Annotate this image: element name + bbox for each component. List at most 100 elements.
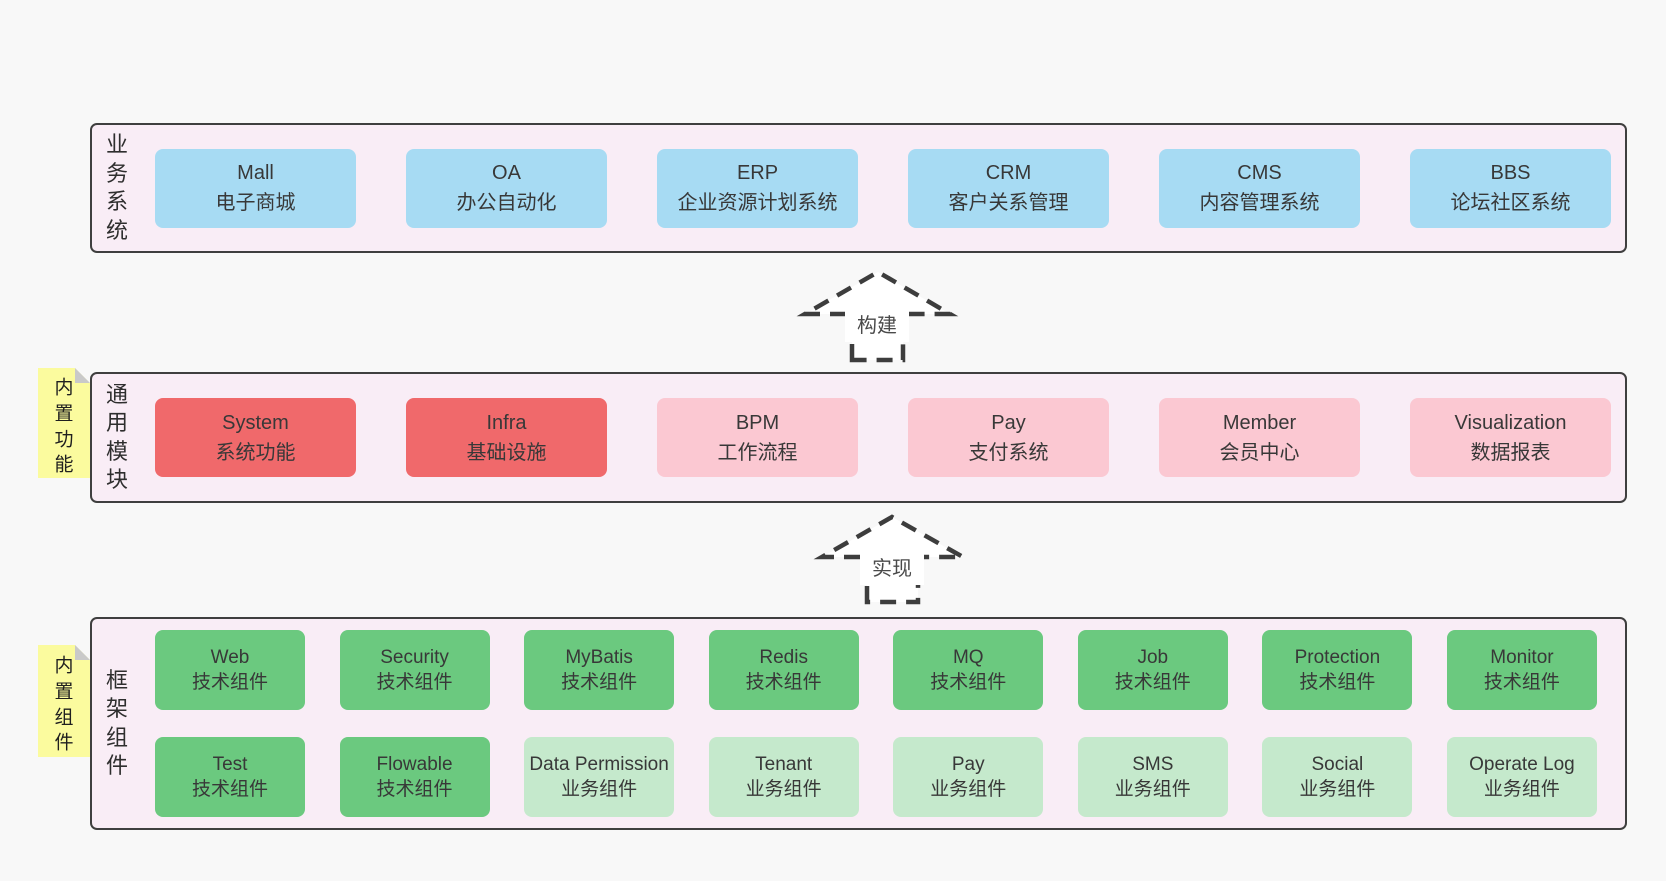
box-title: MQ: [952, 646, 984, 668]
box-subtitle: 技术组件: [191, 672, 268, 693]
box-mq: MQ 技术组件: [893, 630, 1044, 710]
box-title: Redis: [759, 646, 808, 668]
box-system: System 系统功能: [155, 398, 356, 477]
box-subtitle: 企业资源计划系统: [677, 192, 838, 214]
box-subtitle: 内容管理系统: [1199, 192, 1320, 214]
box-protection: Protection 技术组件: [1262, 630, 1413, 710]
box-subtitle: 业务组件: [1114, 779, 1191, 800]
section-label-framework-components: 框架组件: [105, 667, 128, 779]
box-test: Test 技术组件: [155, 737, 305, 817]
box-subtitle: 办公自动化: [456, 192, 557, 214]
box-pay: Pay 支付系统: [908, 398, 1109, 477]
box-title: Data Permission: [529, 753, 669, 775]
box-subtitle: 技术组件: [191, 779, 268, 800]
box-title: BBS: [1490, 162, 1531, 184]
box-title: Operate Log: [1469, 753, 1575, 775]
box-infra: Infra 基础设施: [406, 398, 607, 477]
sticky-note-builtin-functions: 内置功能: [38, 368, 90, 478]
box-pay: Pay 业务组件: [893, 737, 1044, 817]
box-crm: CRM 客户关系管理: [908, 148, 1109, 228]
box-security: Security 技术组件: [339, 630, 490, 710]
section-common-modules: 通用模块 System 系统功能 Infra 基础设施 BPM 工作流程 Pay 支付系统 Me…: [90, 372, 1627, 503]
box-title: Visualization: [1454, 411, 1567, 434]
section-label-business-systems: 业务系统: [105, 131, 128, 243]
box-subtitle: 业务组件: [1483, 779, 1560, 800]
box-subtitle: 工作流程: [717, 441, 798, 464]
box-subtitle: 技术组件: [1299, 672, 1376, 693]
box-subtitle: 技术组件: [376, 672, 453, 693]
box-title: Pay: [951, 753, 985, 775]
box-title: Security: [380, 646, 449, 668]
box-title: Infra: [486, 411, 527, 434]
box-subtitle: 电子商城: [215, 192, 296, 214]
box-flowable: Flowable 技术组件: [339, 737, 490, 817]
box-redis: Redis 技术组件: [708, 630, 859, 710]
box-subtitle: 论坛社区系统: [1450, 192, 1571, 214]
arrow-label-background: [860, 549, 924, 585]
box-title: Social: [1311, 753, 1364, 775]
box-subtitle: 系统功能: [215, 441, 296, 464]
box-title: Tenant: [755, 753, 813, 775]
box-tenant: Tenant 业务组件: [708, 737, 859, 817]
section-label-common-modules: 通用模块: [105, 381, 128, 493]
box-subtitle: 技术组件: [745, 672, 822, 693]
box-erp: ERP 企业资源计划系统: [657, 148, 858, 228]
box-subtitle: 业务组件: [1299, 779, 1376, 800]
arrow-label-background: [845, 306, 909, 342]
box-title: BPM: [735, 411, 780, 434]
sticky-note-paper: [38, 645, 90, 757]
box-subtitle: 业务组件: [745, 779, 822, 800]
box-subtitle: 技术组件: [376, 779, 453, 800]
sticky-note-text: 内置组件: [54, 656, 74, 755]
arrow-label: 构建: [857, 314, 897, 337]
box-title: Pay: [991, 411, 1026, 434]
box-title: Member: [1222, 411, 1297, 434]
sticky-note-builtin-components: 内置组件: [38, 645, 90, 757]
box-title: MyBatis: [565, 646, 633, 668]
box-title: Test: [212, 753, 248, 775]
box-subtitle: 技术组件: [1483, 672, 1560, 693]
box-subtitle: 技术组件: [930, 672, 1007, 693]
box-operate-log: Operate Log 业务组件: [1446, 737, 1597, 817]
box-mybatis: MyBatis 技术组件: [524, 630, 675, 710]
box-subtitle: 基础设施: [466, 441, 547, 464]
box-title: Mall: [237, 162, 274, 184]
box-title: CRM: [985, 162, 1032, 184]
box-subtitle: 客户关系管理: [948, 192, 1069, 214]
box-monitor: Monitor 技术组件: [1446, 630, 1597, 710]
sticky-note-text: 内置功能: [54, 378, 74, 477]
box-subtitle: 业务组件: [930, 779, 1007, 800]
arrow-build: 构建: [796, 269, 959, 363]
box-title: Job: [1137, 646, 1169, 668]
box-title: System: [222, 411, 289, 434]
box-subtitle: 数据报表: [1470, 441, 1551, 464]
box-subtitle: 支付系统: [968, 441, 1049, 464]
box-mall: Mall 电子商城: [155, 148, 356, 228]
box-title: ERP: [736, 162, 779, 184]
box-title: Monitor: [1490, 646, 1554, 668]
arrow-label: 实现: [872, 557, 912, 580]
box-title: SMS: [1132, 753, 1174, 775]
arrow-implement: 实现: [813, 514, 972, 605]
box-title: Protection: [1294, 646, 1381, 668]
sticky-note-fold-corner: [75, 368, 90, 383]
box-social: Social 业务组件: [1262, 737, 1413, 817]
box-subtitle: 业务组件: [561, 779, 638, 800]
sticky-note-paper: [38, 368, 90, 478]
box-title: Flowable: [376, 753, 453, 775]
box-subtitle: 技术组件: [561, 672, 638, 693]
